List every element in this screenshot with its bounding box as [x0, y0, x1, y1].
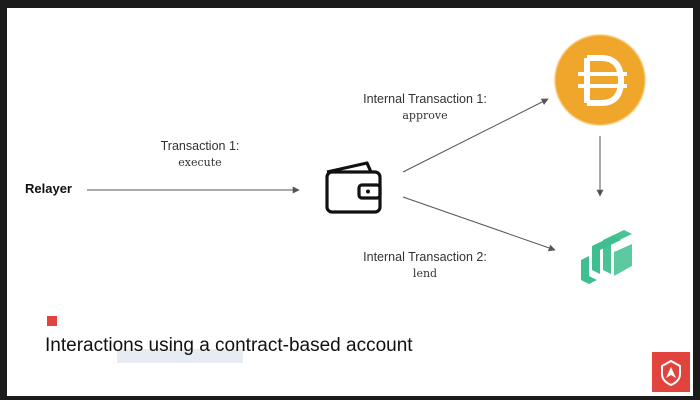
relayer-label: Relayer [25, 181, 72, 196]
internal-transaction-2-label: Internal Transaction 2: lend [345, 250, 505, 280]
slide: Transaction 1: execute Internal Transact… [7, 8, 693, 396]
transaction-1-title: Transaction 1: [160, 139, 240, 153]
arrow-wallet-to-compound [402, 196, 556, 252]
bullet-marker [47, 316, 57, 326]
transaction-1-label: Transaction 1: execute [135, 139, 265, 169]
transaction-1-action: execute [178, 156, 222, 169]
internal-transaction-2-action: lend [412, 267, 438, 280]
dai-token-icon [554, 34, 646, 126]
arrow-wallet-to-dai [402, 98, 549, 173]
caption-highlight [117, 349, 243, 363]
brand-badge [652, 352, 690, 392]
internal-transaction-1-action: approve [402, 109, 448, 122]
shield-logo-icon [661, 359, 681, 387]
internal-transaction-1-label: Internal Transaction 1: approve [345, 92, 505, 122]
internal-transaction-2-title: Internal Transaction 2: [363, 250, 487, 264]
wallet-icon [325, 161, 382, 214]
internal-transaction-1-title: Internal Transaction 1: [363, 92, 487, 106]
slide-caption: Interactions using a contract-based acco… [45, 335, 413, 356]
compound-logo-icon [581, 230, 632, 284]
flow-diagram [87, 34, 646, 284]
